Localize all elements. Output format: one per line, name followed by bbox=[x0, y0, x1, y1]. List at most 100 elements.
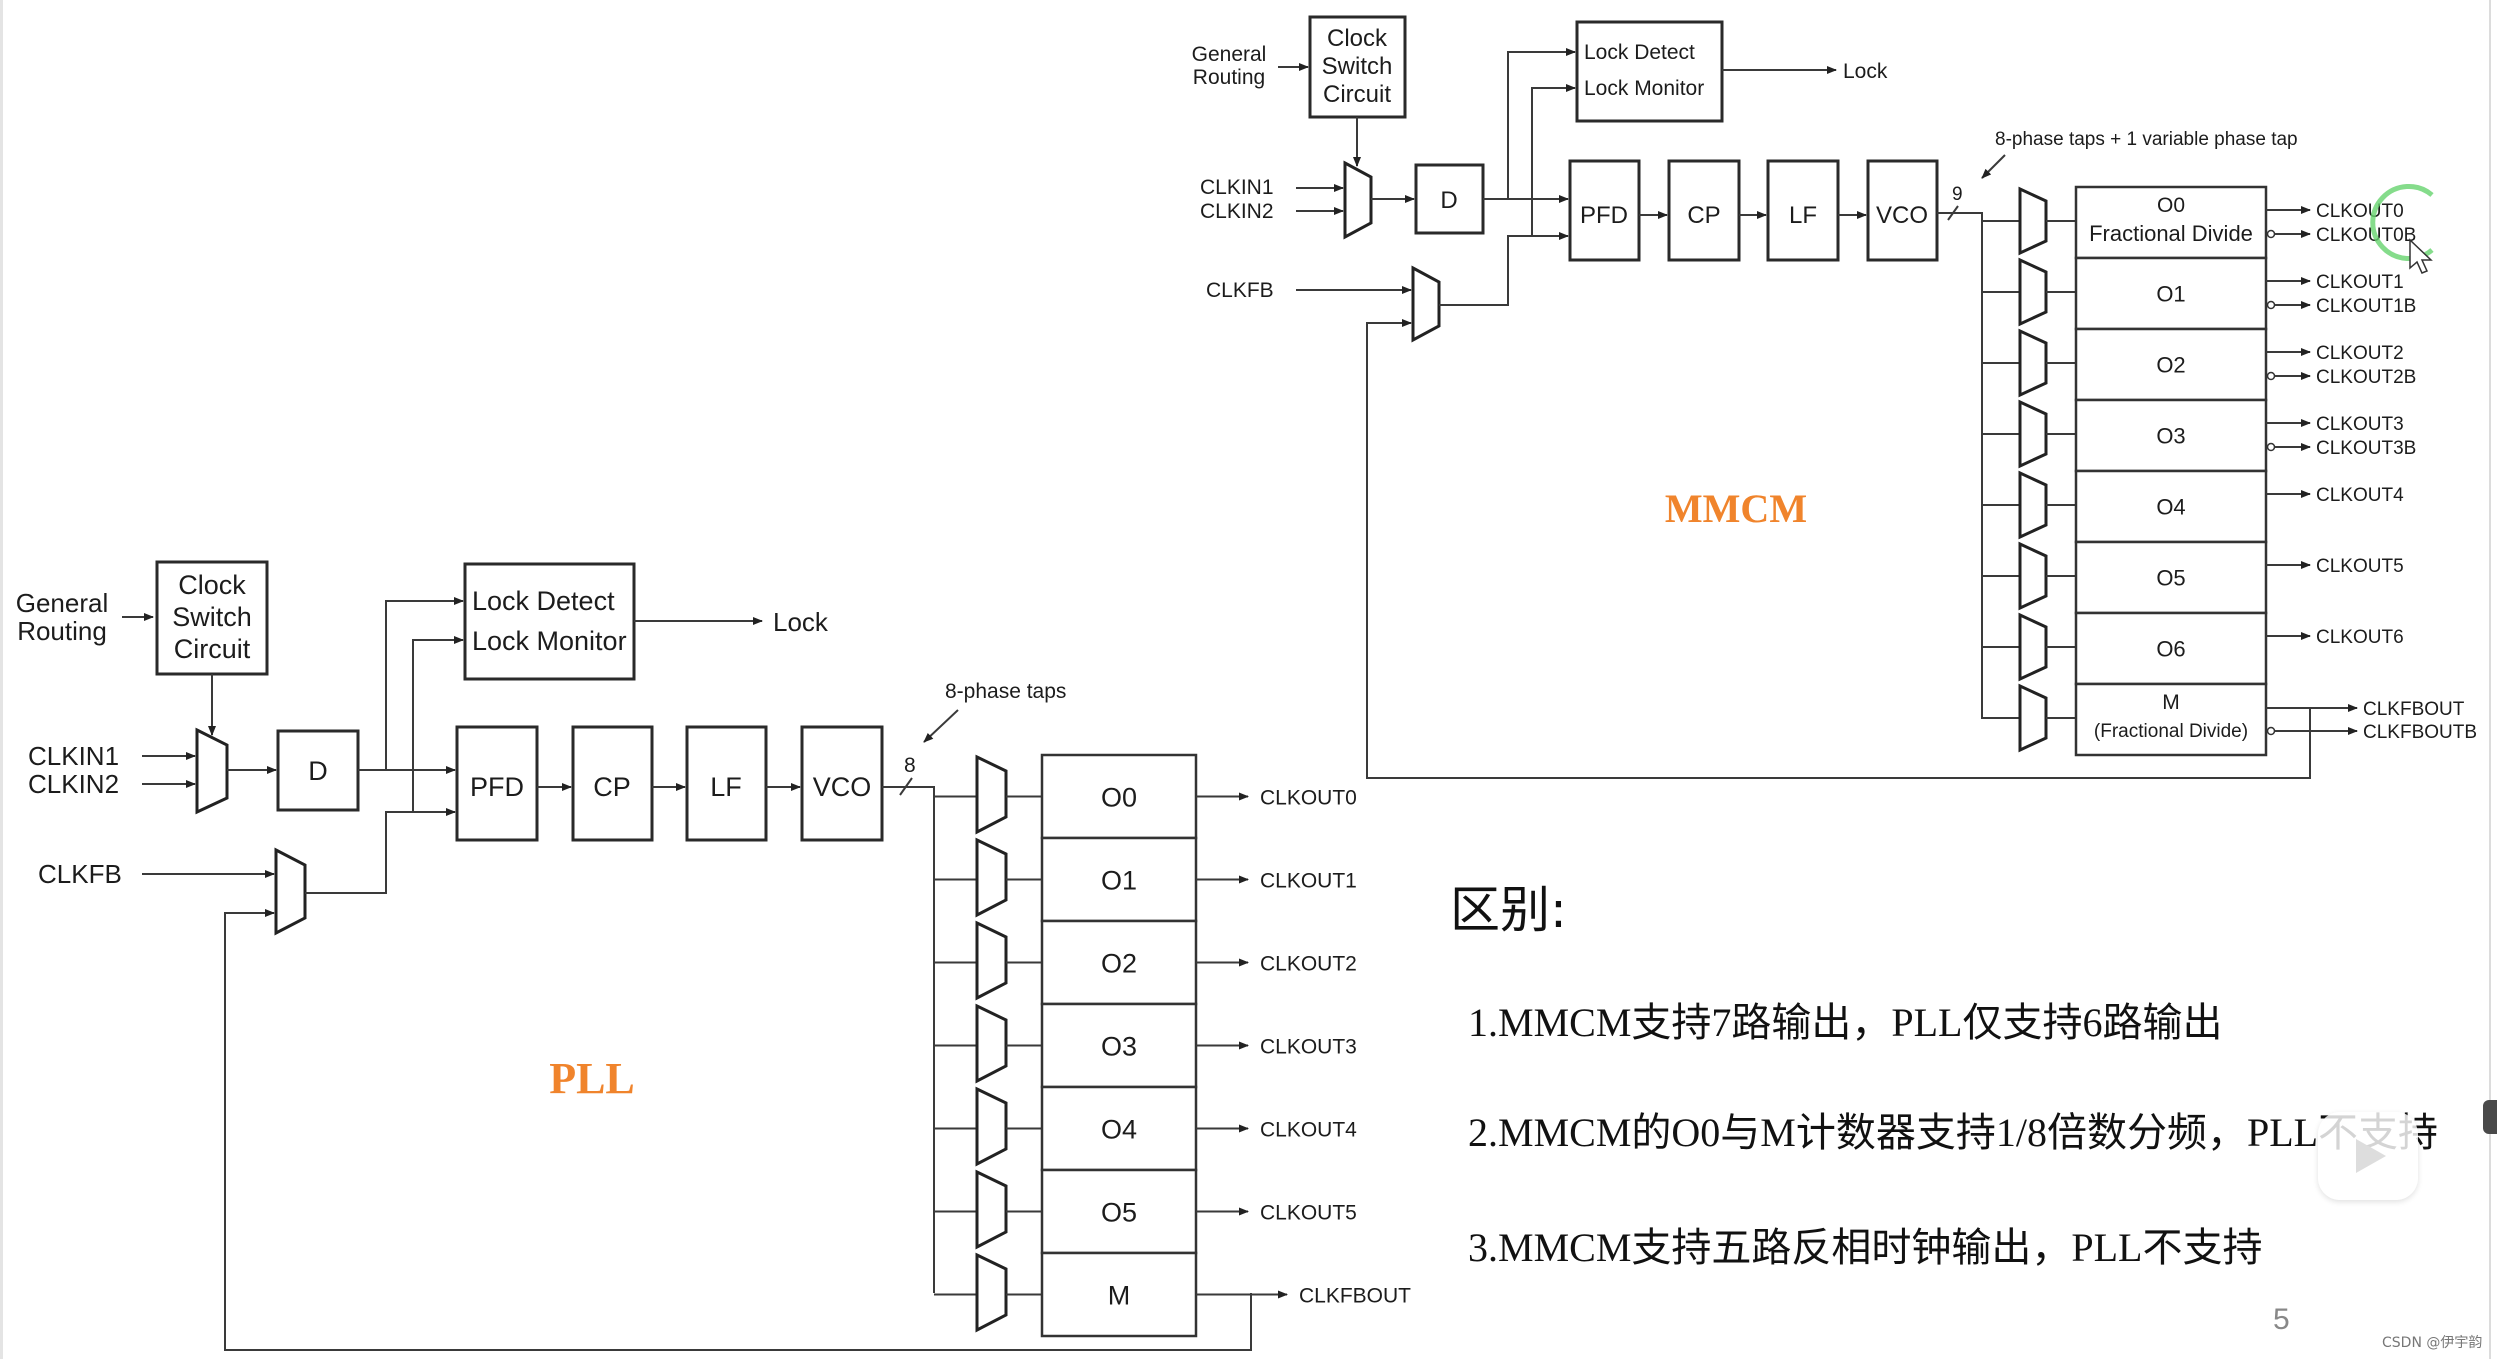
pll-phase-mux bbox=[975, 1003, 1008, 1084]
mmcm-fb-to-pfd-wire bbox=[1439, 232, 1569, 306]
inverter-bubble-icon bbox=[2266, 442, 2276, 452]
pll-pfd-label: PFD bbox=[470, 772, 524, 802]
pll-lock-out-label: Lock bbox=[773, 607, 829, 637]
pll-diagram: General Routing Clock Switch Circuit CLK… bbox=[16, 560, 1411, 1351]
pll-output-label: CLKOUT0 bbox=[1260, 787, 1357, 810]
mmcm-cp-box bbox=[1667, 159, 1741, 262]
pll-phase-mux bbox=[975, 1086, 1008, 1167]
watermark: CSDN @伊宇韵 bbox=[2382, 1335, 2483, 1351]
mmcm-general-routing-label-2: Routing bbox=[1193, 66, 1265, 89]
mmcm-lock-detect-wire bbox=[1507, 48, 1576, 199]
mmcm-phase-mux bbox=[2018, 612, 2048, 682]
pll-phase-mux bbox=[975, 1169, 1008, 1250]
mmcm-clkin1-label: CLKIN1 bbox=[1200, 176, 1274, 199]
mmcm-bus-width-label: 9 bbox=[1952, 184, 1963, 205]
pll-counter-box bbox=[1040, 919, 1198, 1006]
mmcm-phase-mux bbox=[2018, 328, 2048, 398]
pll-counter-box bbox=[1040, 1002, 1198, 1089]
mmcm-counter-box bbox=[2074, 256, 2268, 331]
pll-vco-label: VCO bbox=[813, 772, 872, 802]
pll-lf-box bbox=[685, 725, 768, 842]
cursor-highlight-ring bbox=[2370, 184, 2434, 261]
mmcm-counter-label: M bbox=[2162, 691, 2180, 714]
pll-counter-box bbox=[1040, 1251, 1198, 1338]
mmcm-output-label: CLKOUT4 bbox=[2316, 485, 2404, 506]
pll-clock-switch-label-2: Switch bbox=[172, 602, 252, 632]
difference-item-1: 1.MMCM支持7路输出，PLL仅支持6路输出 bbox=[1468, 1000, 2223, 1045]
pll-lock-box bbox=[463, 562, 636, 681]
mmcm-phase-mux bbox=[2018, 541, 2048, 611]
mmcm-bus-slash bbox=[1947, 205, 1959, 221]
pll-d-divider bbox=[276, 729, 360, 812]
side-panel-tab[interactable] bbox=[2483, 1100, 2497, 1134]
pll-lf-label: LF bbox=[710, 772, 742, 802]
pll-taps-label: 8-phase taps bbox=[945, 680, 1066, 703]
pll-clock-switch-box bbox=[155, 560, 269, 676]
page-right-edge bbox=[2489, 0, 2491, 1359]
mmcm-d-divider bbox=[1414, 163, 1485, 235]
difference-item-3: 3.MMCM支持五路反相时钟输出，PLL不支持 bbox=[1468, 1225, 2263, 1270]
mmcm-phase-mux bbox=[2018, 470, 2048, 540]
mmcm-input-mux bbox=[1343, 160, 1373, 240]
pll-clock-switch-label-3: Circuit bbox=[174, 634, 251, 664]
inverter-bubble-icon bbox=[2266, 726, 2276, 736]
pll-clock-switch-label: Clock bbox=[178, 570, 246, 600]
pll-output-label: CLKOUT2 bbox=[1260, 953, 1357, 976]
pll-feedback-loop bbox=[224, 909, 1252, 1351]
mmcm-pfd-label: PFD bbox=[1580, 202, 1628, 229]
mmcm-feedback-loop bbox=[1366, 319, 2311, 779]
mmcm-output-label: CLKFBOUT bbox=[2363, 699, 2465, 720]
pll-vco-box bbox=[800, 725, 884, 842]
mmcm-output-label: CLKOUT5 bbox=[2316, 556, 2404, 577]
mmcm-counter-sublabel: Fractional Divide bbox=[2089, 221, 2253, 246]
pll-feedback-mux bbox=[274, 847, 307, 936]
mmcm-clock-switch-label-3: Circuit bbox=[1323, 81, 1391, 108]
video-play-button[interactable] bbox=[2318, 1112, 2418, 1200]
pll-counter-row: O4 CLKOUT4 bbox=[934, 1085, 1357, 1172]
mmcm-phase-bus bbox=[1937, 212, 1983, 719]
pll-counter-row: O0 CLKOUT0 bbox=[934, 753, 1357, 840]
mmcm-counter-label: O0 bbox=[2157, 194, 2185, 217]
pll-clkin1-label: CLKIN1 bbox=[28, 741, 119, 771]
mmcm-taps-label: 8-phase taps + 1 variable phase tap bbox=[1995, 129, 2298, 150]
mmcm-counter-box bbox=[2074, 682, 2268, 757]
pll-counter-label: O3 bbox=[1101, 1032, 1137, 1062]
mmcm-clkfb-label: CLKFB bbox=[1206, 279, 1274, 302]
pll-output-label: CLKOUT1 bbox=[1260, 870, 1357, 893]
inverter-bubble-icon bbox=[2266, 300, 2276, 310]
mmcm-counter-label: O6 bbox=[2156, 637, 2185, 662]
mmcm-lock-box bbox=[1575, 20, 1724, 123]
mmcm-clock-switch-box bbox=[1308, 15, 1407, 119]
mmcm-lock-out-label: Lock bbox=[1843, 60, 1888, 83]
pll-general-routing-label-2: Routing bbox=[17, 616, 107, 646]
mmcm-vco-label: VCO bbox=[1876, 202, 1928, 229]
mmcm-feedback-mux bbox=[1411, 265, 1441, 343]
pll-bus-width-label: 8 bbox=[904, 754, 916, 777]
pll-phase-mux bbox=[975, 754, 1008, 835]
pll-counter-label: O4 bbox=[1101, 1115, 1137, 1145]
mmcm-lf-box bbox=[1766, 159, 1840, 262]
mmcm-output-label: CLKOUT0 bbox=[2316, 201, 2404, 222]
pll-fb-to-pfd-wire bbox=[305, 808, 456, 894]
mmcm-lf-label: LF bbox=[1789, 202, 1817, 229]
inverter-bubble-icon bbox=[2266, 229, 2276, 239]
pll-input-mux bbox=[195, 727, 229, 815]
mmcm-counter-label: O2 bbox=[2156, 353, 2185, 378]
mmcm-title: MMCM bbox=[1665, 486, 1807, 531]
pll-output-label: CLKOUT4 bbox=[1260, 1119, 1357, 1142]
pll-counter-label: O0 bbox=[1101, 783, 1137, 813]
mmcm-phase-mux bbox=[2018, 186, 2048, 256]
mmcm-vco-box bbox=[1866, 159, 1939, 262]
pll-cp-box bbox=[571, 725, 654, 842]
